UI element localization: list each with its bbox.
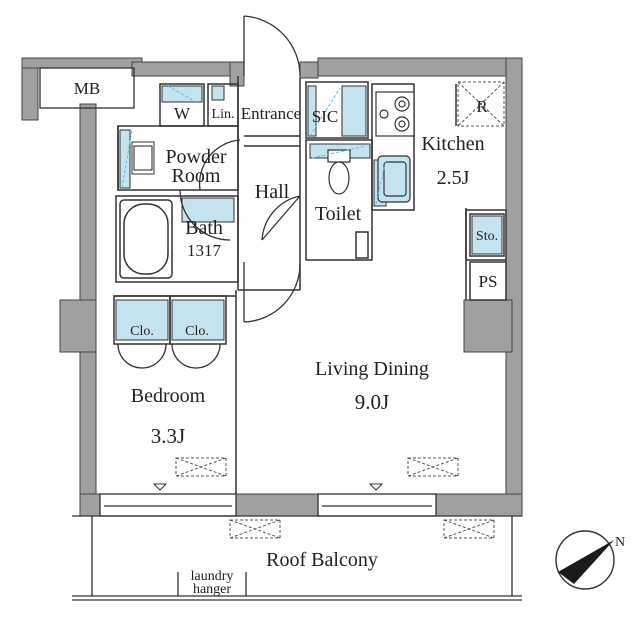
balcony-label: Roof Balcony <box>266 549 378 571</box>
compass-ring <box>555 530 615 590</box>
compass: N <box>555 530 625 590</box>
doors <box>117 15 301 369</box>
powder-label-1: Powder <box>165 146 226 168</box>
r-label: R <box>476 97 488 116</box>
sto-label: Sto. <box>476 229 498 244</box>
bath-label: Bath <box>185 217 223 239</box>
mb-label: MB <box>74 79 100 98</box>
sic-label: SIC <box>312 107 338 126</box>
hall-label: Hall <box>255 181 290 203</box>
w-label: W <box>174 104 191 123</box>
compass-needle-icon <box>558 540 614 584</box>
kitchen-sink-icon <box>377 155 411 203</box>
toilet-icon <box>327 149 351 195</box>
living-label: Living Dining <box>315 358 429 380</box>
bedroom-size: 3.3J <box>151 424 185 448</box>
washbasin-icon <box>133 145 153 171</box>
powder-label-2: Room <box>172 165 221 187</box>
bath-size: 1317 <box>187 241 222 260</box>
bedroom-label: Bedroom <box>131 385 206 407</box>
window-markers <box>152 483 384 491</box>
toilet-label: Toilet <box>315 203 362 225</box>
laundry-label-2: hanger <box>193 582 231 597</box>
mb-box <box>39 67 135 109</box>
balcony <box>72 493 522 601</box>
ac-units <box>175 457 495 539</box>
compass-north-label: N <box>615 535 625 550</box>
partitions <box>113 76 507 494</box>
clo-right-label: Clo. <box>185 324 209 339</box>
stove-icon <box>375 91 415 137</box>
walls <box>21 57 523 517</box>
fixtures <box>115 85 503 341</box>
laundry-label-1: laundry <box>191 569 234 584</box>
refrigerator-space <box>457 81 505 127</box>
clo-left-label: Clo. <box>130 324 154 339</box>
living-size: 9.0J <box>355 390 389 414</box>
entrance-label: Entrance <box>241 104 301 123</box>
labels: MB W Lin. Entrance SIC Kitchen 2.5J R Po… <box>74 79 498 597</box>
lin-label: Lin. <box>212 107 235 122</box>
kitchen-size: 2.5J <box>437 167 470 189</box>
kitchen-label: Kitchen <box>421 133 484 155</box>
accent-lines <box>121 85 387 205</box>
ps-label: PS <box>479 272 498 291</box>
